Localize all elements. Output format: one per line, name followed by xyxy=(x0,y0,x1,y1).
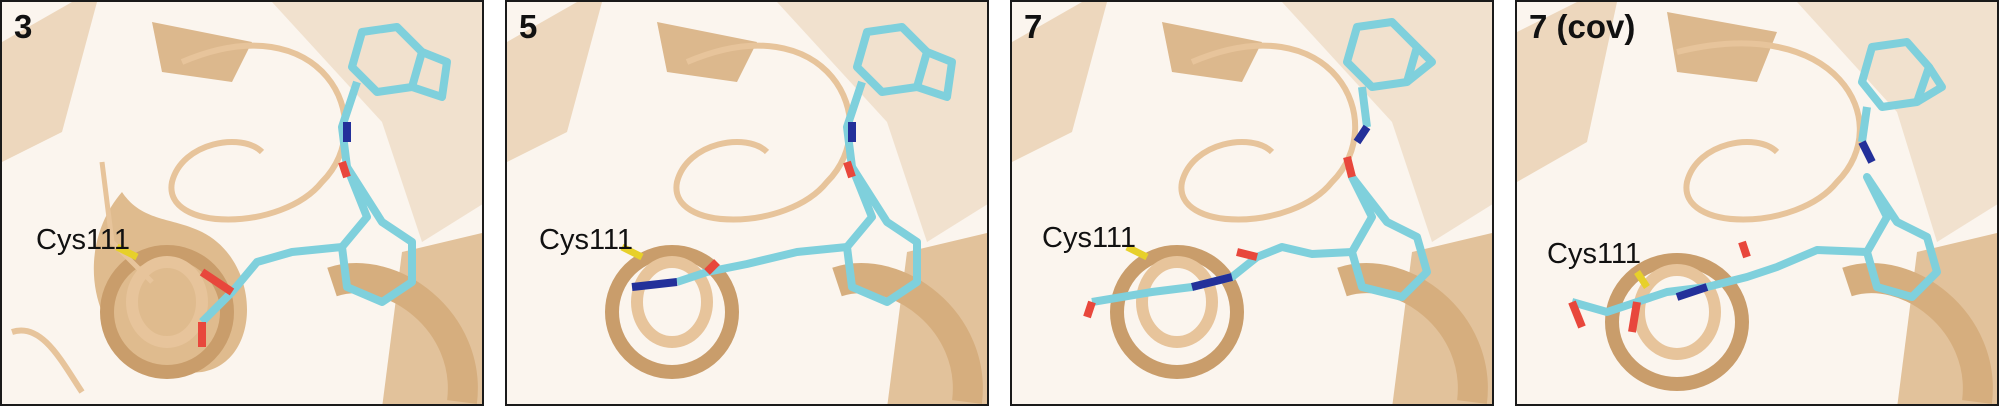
residue-label: Cys111 xyxy=(36,224,131,256)
panel-label: 7 xyxy=(1024,8,1043,45)
protein-ligand-render xyxy=(2,2,482,404)
protein-ligand-render xyxy=(507,2,987,404)
panel-label: 7 (cov) xyxy=(1529,8,1636,45)
residue-label: Cys111 xyxy=(1042,222,1137,254)
protein-ligand-render xyxy=(1517,2,1997,404)
panel-3: 3 Cys111 xyxy=(0,0,484,406)
residue-label: Cys111 xyxy=(1547,238,1642,270)
panel-7: 7 Cys111 xyxy=(1010,0,1494,406)
panel-label: 3 xyxy=(14,8,33,45)
protein-ligand-render xyxy=(1012,2,1492,404)
panel-7-cov: 7 (cov) Cys111 xyxy=(1515,0,1999,406)
panel-label: 5 xyxy=(519,8,538,45)
residue-label: Cys111 xyxy=(539,224,634,256)
panel-5: 5 Cys111 xyxy=(505,0,989,406)
